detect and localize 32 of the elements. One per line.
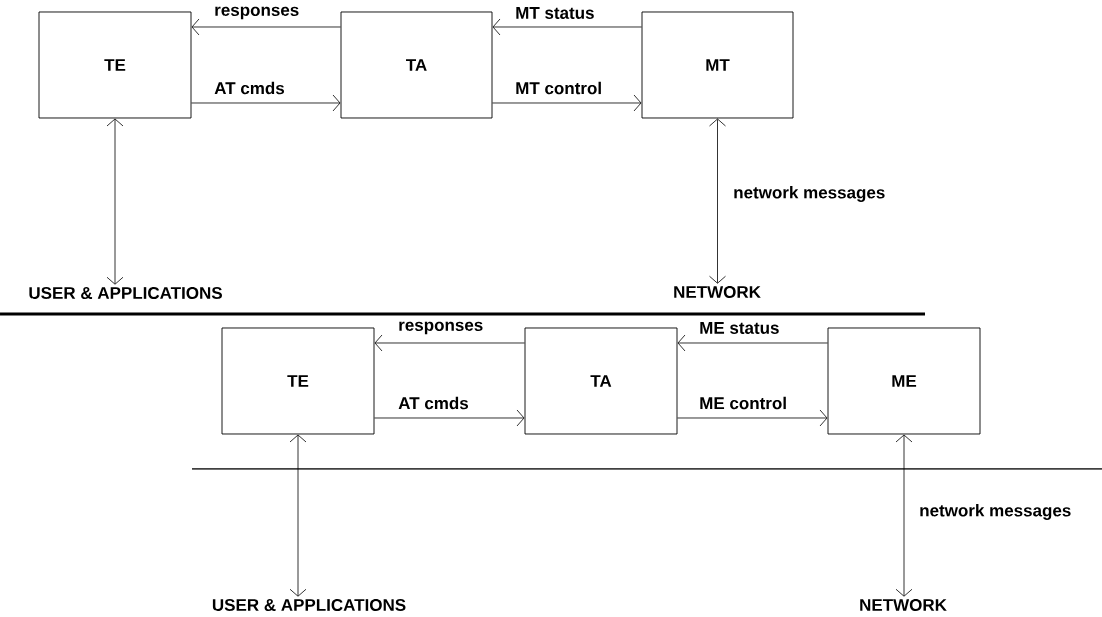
arrow (895, 434, 913, 597)
edge-label: network messages (918, 503, 1073, 521)
arrow (289, 434, 307, 597)
end-label: NETWORK (860, 598, 947, 611)
arrow (677, 409, 828, 427)
block-box: TA (340, 11, 493, 119)
block-box: MT (641, 11, 794, 119)
edge-label: ME control (698, 395, 789, 411)
block-box: TE (221, 327, 375, 435)
arrow (374, 409, 525, 427)
arrow (191, 18, 341, 36)
end-label: NETWORK (674, 285, 761, 298)
block-box: TE (38, 11, 192, 119)
end-label: USER & APPLICATIONS (212, 598, 406, 611)
edge-label: responses (213, 5, 301, 21)
block-box: ME (827, 327, 981, 435)
edge-label: MT control (514, 80, 604, 96)
block-box: TA (524, 327, 678, 435)
edge-label: network messages (732, 185, 887, 203)
edge-label: AT cmds (397, 395, 470, 411)
arrow (677, 334, 828, 352)
end-label: USER & APPLICATIONS (29, 286, 222, 299)
arrow (492, 18, 642, 36)
arrow (191, 94, 341, 112)
arrow (709, 118, 726, 284)
edge-label: MT status (514, 6, 596, 20)
edge-label: AT cmds (213, 80, 286, 96)
arrow (106, 118, 124, 285)
arrow (374, 334, 525, 352)
edge-label: responses (397, 320, 485, 336)
edge-label: ME status (698, 321, 781, 335)
arrow (492, 94, 642, 112)
